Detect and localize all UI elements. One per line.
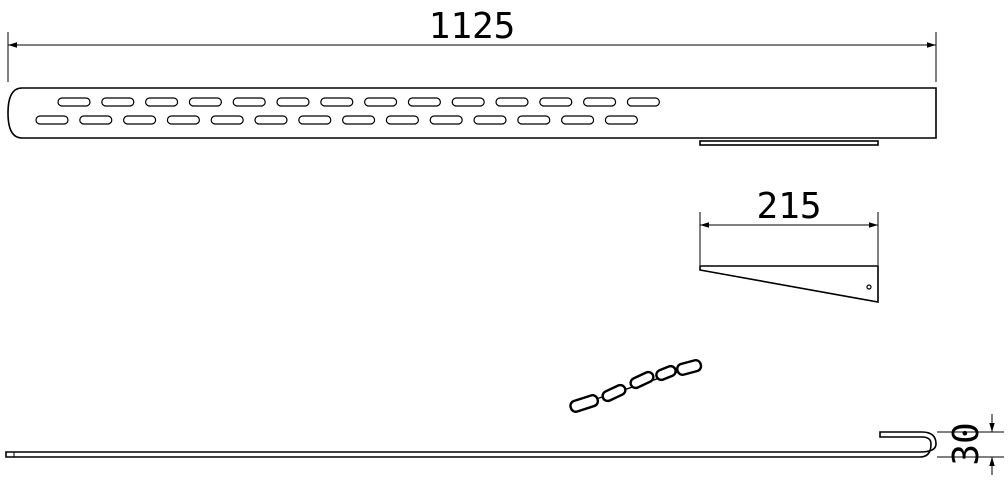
rail-slot-row-bottom <box>35 115 639 125</box>
rail-slot-row-top <box>57 97 661 107</box>
rail-slot <box>495 97 529 107</box>
chain <box>569 358 703 413</box>
hook-dimension: 30 <box>937 414 1004 475</box>
bracket <box>699 265 879 303</box>
rail-slot <box>79 115 113 125</box>
rail-dimension: 1125 <box>7 6 937 82</box>
chain-link <box>655 364 677 382</box>
hook-height-label: 30 <box>946 422 987 465</box>
rail-slot <box>429 115 463 125</box>
hook-rod <box>5 431 937 458</box>
bracket-body <box>699 265 879 303</box>
rail-slot <box>451 97 485 107</box>
rail-length-label: 1125 <box>429 6 516 47</box>
rail-slot <box>276 97 310 107</box>
bracket-width-label: 215 <box>756 186 821 227</box>
rail-slot <box>298 115 332 125</box>
rail-slot <box>626 97 661 107</box>
rail-slot <box>35 115 69 125</box>
rail-slot <box>539 97 573 107</box>
chain-link <box>569 394 600 413</box>
rail-slot <box>210 115 244 125</box>
bracket-hole <box>866 284 872 290</box>
bracket-dimension: 215 <box>699 186 879 265</box>
rail-slot <box>517 115 551 125</box>
rail-body <box>7 87 937 139</box>
slotted-rail <box>7 87 937 146</box>
rail-slot <box>232 97 266 107</box>
chain-link <box>629 370 655 390</box>
rail-slot <box>407 97 441 107</box>
rail-slot <box>166 115 200 125</box>
rail-slot <box>364 97 398 107</box>
rail-slot <box>145 97 179 107</box>
rail-mounting-plate <box>699 140 879 146</box>
chain-link <box>601 383 627 403</box>
rail-slot <box>57 97 91 107</box>
rail-slot <box>320 97 354 107</box>
rail-slot <box>254 115 288 125</box>
rail-slot <box>101 97 135 107</box>
rail-slot <box>385 115 419 125</box>
chain-link <box>676 358 703 376</box>
rail-slot <box>188 97 222 107</box>
hook-rod-body <box>5 431 937 458</box>
rail-slot <box>604 115 639 125</box>
rail-slot <box>342 115 376 125</box>
rail-slot <box>560 115 595 125</box>
rail-slot <box>473 115 507 125</box>
rail-slot <box>122 115 157 125</box>
rail-slot <box>582 97 617 107</box>
